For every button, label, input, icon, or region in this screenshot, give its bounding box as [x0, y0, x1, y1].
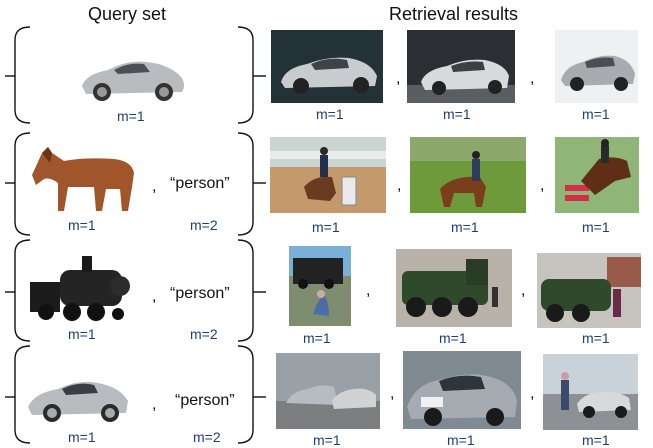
query-text-person: “person”: [170, 175, 230, 192]
query-label: m=1: [117, 108, 145, 124]
result-label: m=1: [582, 106, 610, 122]
query-image-horse: [24, 143, 136, 213]
query-image-coupe: [24, 371, 134, 427]
result-image: [270, 137, 386, 213]
result-image: [543, 354, 638, 430]
query-label: m=1: [68, 326, 96, 342]
result-label: m=1: [439, 330, 467, 346]
result-label: m=1: [443, 106, 471, 122]
result-label: m=1: [582, 432, 610, 448]
result-label: m=1: [313, 432, 341, 448]
result-label: m=1: [582, 330, 610, 346]
result-image: [555, 30, 638, 103]
result-image: [276, 353, 380, 429]
query-image-car: [78, 50, 188, 106]
result-image: [403, 351, 521, 429]
query-set-header: Query set: [88, 4, 167, 24]
query-label: m=1: [68, 429, 96, 445]
result-label: m=1: [447, 432, 475, 448]
result-image: [396, 249, 512, 327]
text-label: m=2: [193, 429, 221, 445]
result-label: m=1: [451, 219, 479, 235]
retrieval-results-header: Retrieval results: [389, 4, 519, 24]
result-label: m=1: [582, 219, 610, 235]
result-label: m=1: [303, 330, 331, 346]
query-text-person: “person”: [170, 285, 230, 302]
query-text-person: “person”: [175, 392, 235, 409]
result-image: [555, 137, 639, 213]
result-image: [407, 30, 515, 103]
result-label: m=1: [312, 219, 340, 235]
query-label: m=1: [68, 217, 96, 233]
result-image: [289, 246, 351, 326]
text-label: m=2: [190, 217, 218, 233]
result-image: [410, 137, 526, 213]
text-label: m=2: [190, 326, 218, 342]
result-image: [271, 30, 383, 103]
result-label: m=1: [316, 106, 344, 122]
query-image-locomotive: [26, 252, 132, 322]
result-image: [537, 253, 641, 328]
